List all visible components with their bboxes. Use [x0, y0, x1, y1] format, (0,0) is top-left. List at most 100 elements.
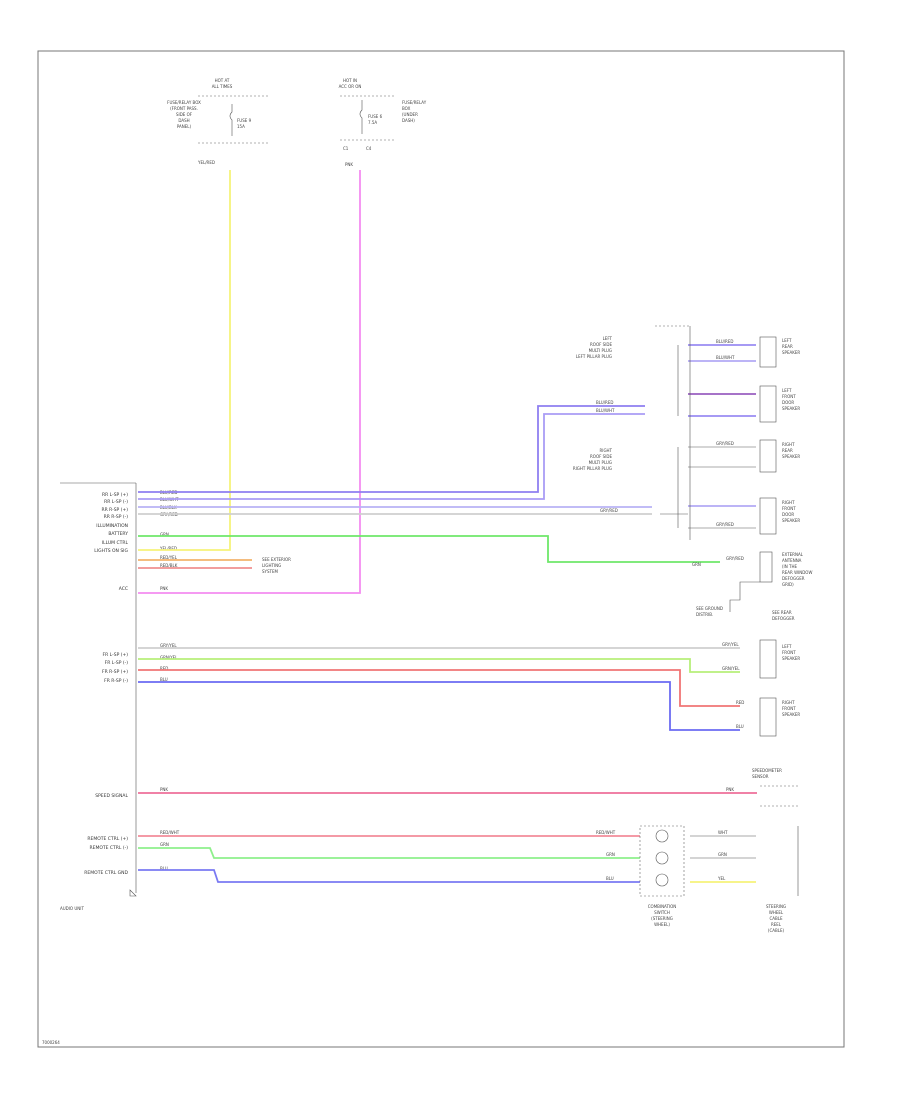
svg-text:HOT IN: HOT IN [343, 78, 357, 83]
svg-text:BLU/WHT: BLU/WHT [716, 355, 735, 360]
svg-text:FUSE/RELAY BOX: FUSE/RELAY BOX [167, 100, 201, 105]
svg-text:HOT AT: HOT AT [215, 78, 230, 83]
svg-text:FRONT: FRONT [782, 706, 796, 711]
combination-switch: RED/WHT GRN BLU COMBINATION SWITCH (STEE… [596, 825, 685, 927]
svg-text:DEFOGGER: DEFOGGER [772, 616, 795, 621]
svg-text:REAR WINDOW: REAR WINDOW [782, 570, 812, 575]
svg-text:RED/WHT: RED/WHT [160, 830, 180, 835]
svg-text:(FRONT PASS.: (FRONT PASS. [170, 106, 198, 111]
speaker-right-front-door: RIGHT FRONT DOOR SPEAKER [759, 497, 800, 535]
svg-text:RR L-SP (-): RR L-SP (-) [104, 499, 128, 505]
svg-text:REMOTE CTRL (-): REMOTE CTRL (-) [89, 845, 128, 851]
svg-text:ANTENNA: ANTENNA [782, 558, 802, 563]
svg-text:LEFT: LEFT [603, 336, 613, 341]
speaker-left-rear: LEFT REAR SPEAKER [759, 336, 800, 368]
svg-text:DOOR: DOOR [782, 512, 794, 517]
fuse-box-right: HOT IN ACC OR ON FUSE/RELAY BOX (UNDER D… [339, 78, 427, 167]
svg-text:BATTERY: BATTERY [108, 531, 128, 537]
svg-text:(UNDER: (UNDER [402, 112, 418, 117]
svg-text:FUSE/RELAY: FUSE/RELAY [402, 100, 427, 105]
svg-text:BLU/RED: BLU/RED [716, 339, 733, 344]
svg-text:SWITCH: SWITCH [654, 910, 670, 915]
fuse-box-left: HOT AT ALL TIMES FUSE/RELAY BOX (FRONT P… [167, 78, 268, 165]
svg-text:RIGHT: RIGHT [782, 700, 795, 705]
svg-text:DASH: DASH [178, 118, 189, 123]
svg-text:STEERING: STEERING [766, 904, 786, 909]
svg-text:GRN: GRN [718, 852, 727, 857]
svg-text:PNK: PNK [160, 586, 168, 591]
lighting-reference: SEE EXTERIOR LIGHTING SYSTEM [262, 557, 291, 574]
svg-text:SPEAKER: SPEAKER [782, 454, 800, 459]
svg-text:FR L-SP (-): FR L-SP (-) [105, 660, 129, 666]
svg-text:(CABLE): (CABLE) [768, 928, 785, 933]
svg-text:(STEERING: (STEERING [651, 916, 673, 921]
svg-text:RR R-SP (+): RR R-SP (+) [101, 507, 128, 513]
svg-text:SENSOR: SENSOR [752, 774, 769, 779]
svg-text:RIGHT: RIGHT [782, 442, 795, 447]
svg-text:GRID): GRID) [782, 582, 794, 587]
svg-text:REEL: REEL [771, 922, 782, 927]
svg-text:FUSE 6: FUSE 6 [368, 114, 383, 119]
wire-fr-l-sp-neg [138, 658, 740, 673]
svg-text:GRY/RED: GRY/RED [726, 556, 744, 561]
svg-text:SEE REAR: SEE REAR [772, 610, 792, 615]
svg-text:RIGHT PILLAR PLUG: RIGHT PILLAR PLUG [573, 466, 612, 471]
svg-text:BLU: BLU [160, 677, 168, 682]
svg-text:BLU/WHT: BLU/WHT [596, 408, 615, 413]
svg-text:GRY/YEL: GRY/YEL [160, 643, 177, 648]
svg-text:BLU/RED: BLU/RED [596, 400, 613, 405]
wire-fr-r-sp-neg [138, 681, 740, 731]
svg-text:FR L-SP (+): FR L-SP (+) [103, 652, 129, 658]
svg-text:7.5A: 7.5A [368, 120, 377, 125]
wires [138, 170, 757, 883]
wire-rr-l-sp-neg [138, 413, 645, 500]
svg-text:LEFT PILLAR PLUG: LEFT PILLAR PLUG [576, 354, 612, 359]
svg-text:15A: 15A [237, 124, 245, 129]
svg-text:LEFT: LEFT [782, 644, 792, 649]
svg-text:WHT: WHT [718, 830, 728, 835]
svg-text:ROOF SIDE: ROOF SIDE [590, 454, 612, 459]
svg-text:SPEAKER: SPEAKER [782, 656, 800, 661]
svg-text:LIGHTS ON SIG: LIGHTS ON SIG [94, 548, 128, 554]
svg-text:BLU: BLU [606, 876, 614, 881]
svg-text:REAR: REAR [782, 448, 793, 453]
audio-unit: AUDIO UNIT RR L-SP (+) RR L-SP (-) RR R-… [60, 482, 180, 911]
svg-text:FR R-SP (+): FR R-SP (+) [102, 669, 128, 675]
speaker-left-front-door: LEFT FRONT DOOR SPEAKER [759, 385, 800, 423]
svg-text:FRONT: FRONT [782, 650, 796, 655]
svg-text:SPEAKER: SPEAKER [782, 712, 800, 717]
svg-text:SPEED SIGNAL: SPEED SIGNAL [95, 793, 128, 799]
audio-unit-label: AUDIO UNIT [60, 906, 84, 911]
svg-text:RIGHT: RIGHT [782, 500, 795, 505]
steering-cable-reel: WHT GRN YEL STEERING WHEEL CABLE REEL (C… [717, 826, 799, 933]
speaker-right-rear: RIGHT REAR SPEAKER [759, 439, 800, 473]
svg-text:GRY/RED: GRY/RED [716, 441, 734, 446]
svg-text:GRN/YEL: GRN/YEL [722, 666, 740, 671]
svg-text:WHEEL: WHEEL [769, 910, 784, 915]
svg-text:ACC: ACC [119, 586, 128, 592]
svg-text:ACC OR ON: ACC OR ON [339, 84, 362, 89]
svg-text:DISTRIB.: DISTRIB. [696, 612, 713, 617]
svg-text:GRN: GRN [692, 562, 701, 567]
svg-text:PNK: PNK [160, 787, 168, 792]
svg-text:SEE GROUND: SEE GROUND [696, 606, 723, 611]
svg-text:RR L-SP (+): RR L-SP (+) [102, 492, 128, 498]
right-harness: LEFT ROOF SIDE MULTI PLUG LEFT PILLAR PL… [573, 325, 735, 540]
svg-text:RED/WHT: RED/WHT [596, 830, 616, 835]
svg-text:BLU: BLU [736, 724, 744, 729]
svg-text:DOOR: DOOR [782, 400, 794, 405]
svg-text:GRN: GRN [160, 532, 169, 537]
wire-rr-l-sp-pos [138, 405, 645, 493]
speaker-left-front: GRY/YEL GRN/YEL LEFT FRONT SPEAKER [722, 639, 800, 679]
svg-text:YEL/RED: YEL/RED [197, 160, 215, 165]
fuse-right-symbol [359, 100, 363, 134]
svg-text:REAR: REAR [782, 344, 793, 349]
svg-text:SPEEDOMETER: SPEEDOMETER [752, 768, 782, 773]
fuse-left-symbol [229, 104, 233, 136]
svg-text:LEFT: LEFT [782, 388, 792, 393]
svg-text:ILLUM CTRL: ILLUM CTRL [102, 540, 129, 546]
svg-text:ILLUMINATION: ILLUMINATION [96, 523, 128, 529]
svg-text:C1: C1 [343, 146, 349, 151]
svg-text:MULTI PLUG: MULTI PLUG [589, 348, 612, 353]
